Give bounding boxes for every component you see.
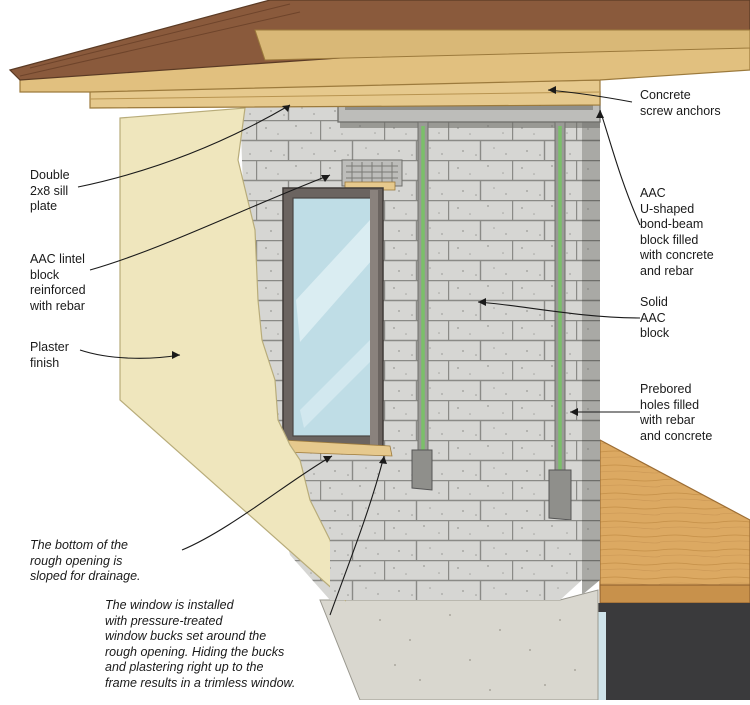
label-window-bucks: The window is installed with pressure-tr…: [105, 598, 296, 690]
wall-end-face: [582, 105, 600, 595]
roof-sheathing: [254, 29, 750, 61]
foundation-light-strip: [596, 612, 606, 700]
bottom-block-course: [330, 520, 582, 600]
foundation-stipple: [379, 614, 576, 691]
label-aac-lintel-block: AAC lintel block reinforced with rebar: [30, 252, 86, 313]
foundation-dark: [598, 603, 750, 700]
foundation-wall: [319, 589, 599, 701]
label-concrete-screw-anchors: Concrete screw anchors: [640, 88, 721, 118]
floor-deck: [599, 439, 750, 591]
label-prebored-holes: Prebored holes filled with rebar and con…: [640, 382, 713, 443]
sill-plate-joint: [89, 91, 601, 100]
label-plaster-finish: Plaster finish: [30, 340, 69, 370]
label-solid-aac-block: Solid AAC block: [640, 295, 670, 340]
floor-edge: [599, 584, 750, 604]
label-aac-bond-beam: AAC U-shaped bond-beam block filled with…: [640, 186, 714, 278]
window: [282, 187, 384, 447]
bond-beam-shadow: [340, 120, 600, 128]
vertical-rebar: [411, 121, 572, 521]
label-double-sill-plate: Double 2x8 sill plate: [30, 168, 70, 213]
label-sloped-opening: The bottom of the rough opening is slope…: [30, 538, 141, 583]
shingle-lines: [19, 3, 301, 77]
leader-arrowheads: [172, 86, 604, 464]
